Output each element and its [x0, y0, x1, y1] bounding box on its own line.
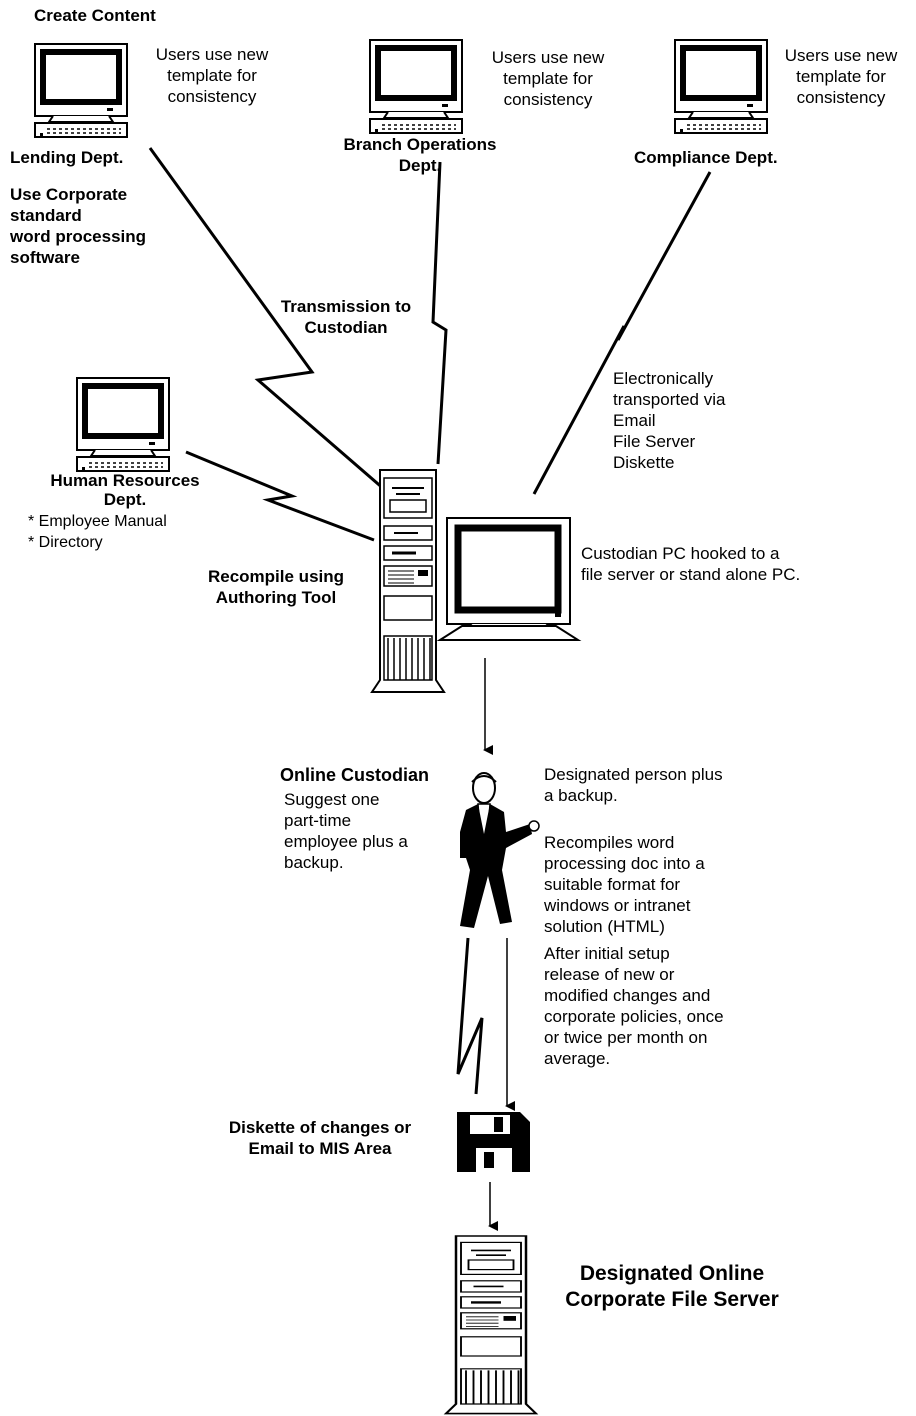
transport-note-line: File Server [613, 432, 696, 451]
hr-dept-label-line: Dept. [103, 490, 147, 509]
file-server-label-line: Corporate File Server [565, 1288, 779, 1311]
transmission-note-line: Custodian [304, 318, 388, 337]
custodian-pc-note-line: Custodian PC hooked to a [581, 544, 780, 563]
recompile-label-line: Authoring Tool [215, 588, 337, 607]
hr-item: * Directory [28, 534, 103, 551]
diskette-label: Diskette of changes or Email to MIS Area [190, 1117, 450, 1159]
recompile-label: Recompile using Authoring Tool [186, 566, 366, 608]
custodian-role-note-line: a backup. [544, 786, 618, 805]
hr-dept-label-line: Human Resources [50, 471, 200, 490]
software-note-line: software [10, 248, 80, 267]
hr-item: * Employee Manual [28, 513, 167, 530]
compliance-note-line: template for [796, 67, 886, 86]
transport-note-line: Electronically [613, 369, 714, 388]
custodian-pc-note-line: file server or stand alone PC. [581, 565, 801, 584]
lending-note-line: consistency [167, 87, 257, 106]
branch-dept-label-line: Dept. [398, 156, 442, 175]
custodian-role-note: Designated person plus a backup. [544, 764, 723, 806]
lending-link [148, 147, 393, 498]
custodian-release-note-line: modified changes and [544, 986, 711, 1005]
lending-dept-label: Lending Dept. [10, 148, 124, 167]
hr-link [185, 450, 375, 542]
custodian-release-note-line: or twice per month on [544, 1028, 708, 1047]
custodian-release-note-line: average. [544, 1049, 611, 1068]
compliance-computer-icon [675, 40, 767, 133]
file-server-label-line: Designated Online [579, 1262, 765, 1285]
branch-dept-label-line: Branch Operations [343, 135, 497, 154]
compliance-link [532, 171, 712, 495]
page-title: Create Content [34, 6, 156, 25]
recompile-label-line: Recompile using [207, 567, 345, 586]
branch-computer-icon [370, 40, 462, 133]
file-server-icon [444, 1234, 538, 1416]
lending-note: Users use new template for consistency [142, 44, 282, 107]
custodian-release-note-line: After initial setup [544, 944, 670, 963]
hr-dept-label: Human Resources Dept. [20, 471, 230, 509]
hr-computer-icon [77, 378, 169, 471]
branch-note-line: template for [503, 69, 593, 88]
software-note-line: standard [10, 206, 82, 225]
transport-note-line: transported via [613, 390, 726, 409]
transport-note: Electronically transported via Email Fil… [613, 368, 725, 473]
compliance-note: Users use new template for consistency [771, 45, 911, 108]
diskette-label-line: Diskette of changes or [228, 1118, 412, 1137]
custodian-release-note-line: release of new or [544, 965, 675, 984]
lending-note-line: template for [167, 66, 257, 85]
lending-computer-icon [35, 44, 127, 137]
compliance-dept-label: Compliance Dept. [634, 148, 778, 167]
transmission-note: Transmission to Custodian [256, 296, 436, 338]
software-note: Use Corporate standard word processing s… [10, 184, 146, 268]
custodian-to-diskette-link [456, 937, 484, 1095]
branch-link [431, 161, 448, 465]
branch-note: Users use new template for consistency [478, 47, 618, 110]
custodian-recompile-note-line: solution (HTML) [544, 917, 665, 936]
custodian-left-note-line: employee plus a [284, 832, 408, 851]
file-server-label: Designated Online Corporate File Server [532, 1261, 812, 1313]
branch-note-line: consistency [503, 90, 593, 109]
compliance-note-line: Users use new [784, 46, 898, 65]
custodian-tower-icon [370, 468, 446, 694]
custodian-role-note-line: Designated person plus [544, 765, 723, 784]
custodian-person-icon [460, 772, 540, 928]
custodian-release-note: After initial setup release of new or mo… [544, 943, 724, 1069]
online-custodian-left-note: Suggest one part-time employee plus a ba… [284, 789, 408, 873]
custodian-release-note-line: corporate policies, once [544, 1007, 724, 1026]
transport-note-line: Email [613, 411, 656, 430]
diskette-label-line: Email to MIS Area [248, 1139, 392, 1158]
diskette-icon [457, 1112, 530, 1172]
custodian-recompile-note: Recompiles word processing doc into a su… [544, 832, 705, 937]
transport-note-line: Diskette [613, 453, 675, 472]
lending-note-line: Users use new [155, 45, 269, 64]
custodian-monitor-icon [436, 517, 582, 641]
custodian-recompile-note-line: Recompiles word [544, 833, 675, 852]
custodian-left-note-line: backup. [284, 853, 344, 872]
custodian-recompile-note-line: processing doc into a [544, 854, 705, 873]
custodian-recompile-note-line: suitable format for [544, 875, 681, 894]
custodian-left-note-line: part-time [284, 811, 352, 830]
branch-dept-label: Branch Operations Dept. [310, 134, 530, 176]
software-note-line: word processing [10, 227, 147, 246]
compliance-note-line: consistency [796, 88, 886, 107]
branch-note-line: Users use new [491, 48, 605, 67]
custodian-left-note-line: Suggest one [284, 790, 380, 809]
custodian-recompile-note-line: windows or intranet [544, 896, 691, 915]
transmission-note-line: Transmission to [280, 297, 412, 316]
hr-items: * Employee Manual * Directory [28, 511, 167, 553]
software-note-line: Use Corporate [10, 185, 128, 204]
online-custodian-title: Online Custodian [280, 765, 430, 785]
custodian-pc-note: Custodian PC hooked to a file server or … [581, 543, 800, 585]
